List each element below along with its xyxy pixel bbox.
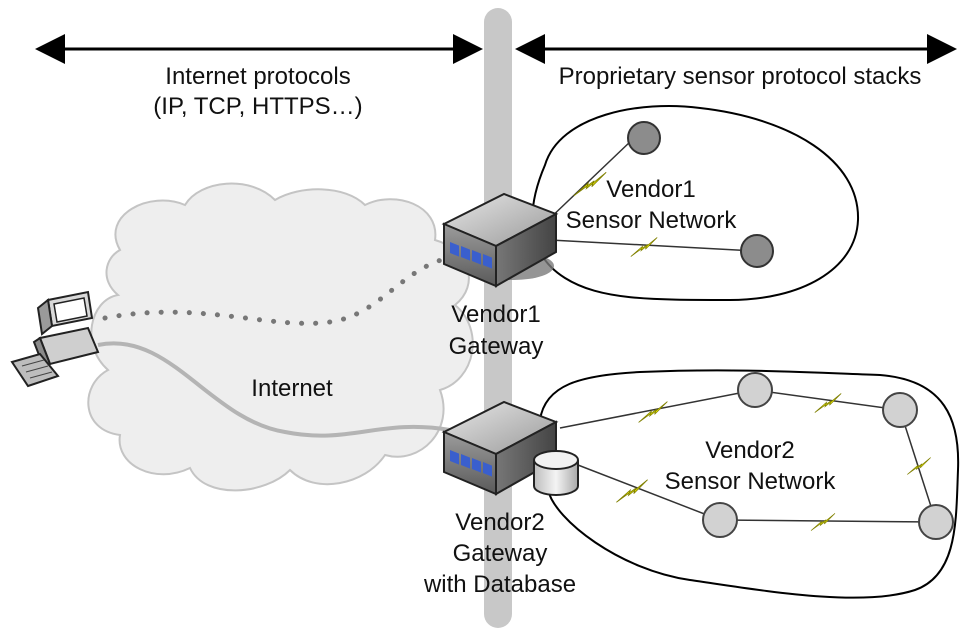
- vendor2-gateway-label: Vendor2: [455, 509, 544, 536]
- vendor2-gateway-label-line3: with Database: [423, 571, 576, 598]
- internet-protocols-examples-label: (IP, TCP, HTTPS…): [153, 93, 362, 120]
- vendor1-gateway-label: Vendor1: [451, 301, 540, 328]
- internet-label: Internet: [251, 375, 333, 402]
- vendor1-network-boundary: [531, 105, 860, 302]
- vendor1-wireless-links: [545, 139, 756, 258]
- lightning-bolt-icon: [814, 392, 842, 414]
- vendor2-gateway-icon: [441, 400, 559, 496]
- lightning-bolt-icon: [810, 512, 836, 532]
- vendor1-network-label: Vendor1: [606, 176, 695, 203]
- vendor1-sensor-node: [627, 121, 661, 155]
- vendor2-wireless-links: [559, 389, 937, 532]
- lightning-bolt-icon: [906, 457, 932, 475]
- database-cylinder-icon: [533, 450, 579, 496]
- vendor1-gateway-label-line2: Gateway: [449, 333, 544, 360]
- lightning-bolt-icon: [573, 171, 607, 197]
- internet-protocols-label: Internet protocols: [165, 63, 350, 90]
- vendor1-gateway-icon: [441, 192, 559, 288]
- internet-cloud: [87, 182, 474, 492]
- vendor1-sensor-node: [740, 234, 774, 268]
- vendor1-network-label-line2: Sensor Network: [566, 207, 738, 234]
- proprietary-stacks-label: Proprietary sensor protocol stacks: [559, 63, 922, 90]
- internet-link-to-vendor2: [97, 341, 451, 438]
- vendor2-gateway-label-line2: Gateway: [453, 540, 548, 567]
- lightning-bolt-icon: [630, 236, 658, 258]
- vendor2-sensor-node: [737, 372, 773, 408]
- vendor2-network-label-line2: Sensor Network: [665, 468, 837, 495]
- vendor2-network-label: Vendor2: [705, 437, 794, 464]
- vendor2-sensor-node: [882, 392, 918, 428]
- vendor2-sensor-node: [702, 502, 738, 538]
- desktop-computer-icon: [10, 290, 100, 388]
- lightning-bolt-icon: [615, 479, 649, 503]
- vendor2-network-boundary: [537, 369, 960, 599]
- vendor2-sensor-node: [918, 504, 954, 540]
